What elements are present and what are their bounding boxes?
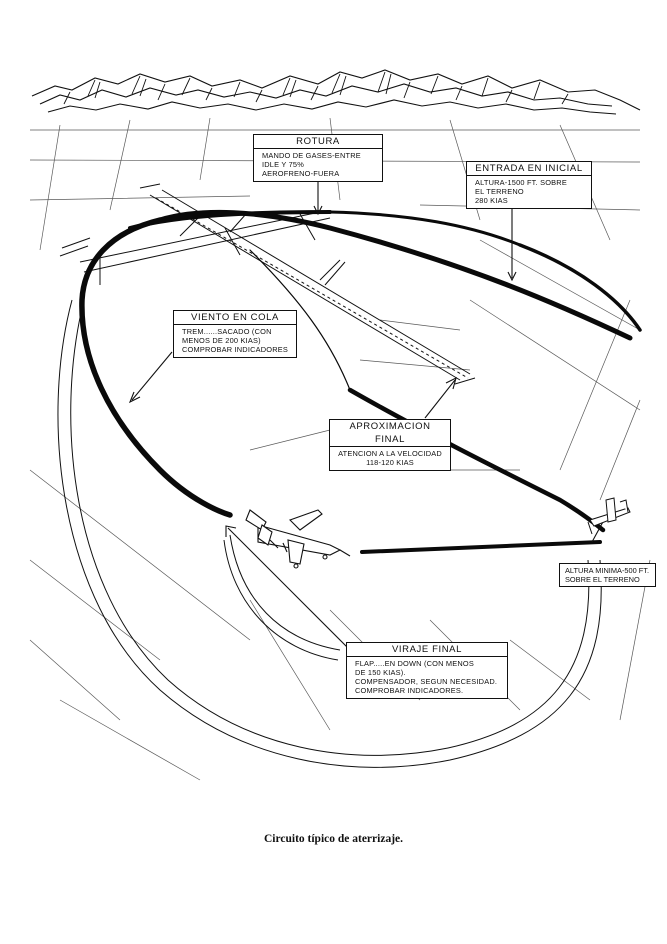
viraje-final-line: FLAP.....EN DOWN (CON MENOS <box>355 659 475 668</box>
viento-en-cola-line: COMPROBAR INDICADORES <box>182 345 289 354</box>
aproximacion-final-line: ATENCION A LA VELOCIDAD <box>338 449 442 458</box>
approach-path-outline <box>57 299 602 768</box>
entrada-inicial-line: EL TERRENO <box>475 187 524 196</box>
runway <box>59 183 476 385</box>
aproximacion-final-callout: APROXIMACION FINAL ATENCION A LA VELOCID… <box>329 419 451 471</box>
rotura-line: IDLE Y 75% <box>262 160 304 169</box>
viento-en-cola-callout: VIENTO EN COLA TREM......SACADO (CON MEN… <box>173 310 297 358</box>
entrada-inicial-callout: ENTRADA EN INICIAL ALTURA-1500 Ft. SOBRE… <box>466 161 592 209</box>
mountain-range <box>31 69 641 115</box>
altura-minima-line: ALTURA MINIMA-500 Ft. <box>565 566 650 575</box>
viraje-final-line: COMPENSADOR, SEGUN NECESIDAD. <box>355 677 498 686</box>
viento-en-cola-line: TREM......SACADO (CON <box>182 327 272 336</box>
entrada-inicial-title: ENTRADA EN INICIAL <box>467 162 591 176</box>
viraje-final-title: VIRAJE FINAL <box>347 643 507 657</box>
flight-circuit-track <box>79 209 642 554</box>
viento-en-cola-title: VIENTO EN COLA <box>174 311 296 325</box>
rotura-line: AEROFRENO-FUERA <box>262 169 340 178</box>
aircraft-distant-icon <box>587 497 631 535</box>
mountain-shading <box>63 71 569 105</box>
aircraft-main-icon <box>245 509 351 569</box>
rotura-title: ROTURA <box>254 135 382 149</box>
entrada-inicial-line: ALTURA-1500 Ft. SOBRE <box>475 178 567 187</box>
viraje-final-callout: VIRAJE FINAL FLAP.....EN DOWN (CON MENOS… <box>346 642 508 699</box>
rotura-line: MANDO DE GASES-ENTRE <box>262 151 361 160</box>
viraje-final-line: COMPROBAR INDICADORES. <box>355 686 464 695</box>
ground-fields <box>29 117 651 781</box>
callout-arrows <box>128 178 605 661</box>
rotura-callout: ROTURA MANDO DE GASES-ENTRE IDLE Y 75% A… <box>253 134 383 182</box>
entrada-inicial-line: 280 KIAS <box>475 196 508 205</box>
viento-en-cola-line: MENOS DE 200 KIAS) <box>182 336 261 345</box>
altura-minima-line: SOBRE EL TERRENO <box>565 575 640 584</box>
aproximacion-final-line: 118-120 KIAS <box>366 458 414 467</box>
aproximacion-final-title: APROXIMACION FINAL <box>330 420 450 447</box>
altura-minima-callout: ALTURA MINIMA-500 Ft. SOBRE EL TERRENO <box>559 563 657 587</box>
figure-caption: Circuito típico de aterrizaje. <box>263 833 404 845</box>
viraje-final-line: DE 150 KIAS). <box>355 668 406 677</box>
